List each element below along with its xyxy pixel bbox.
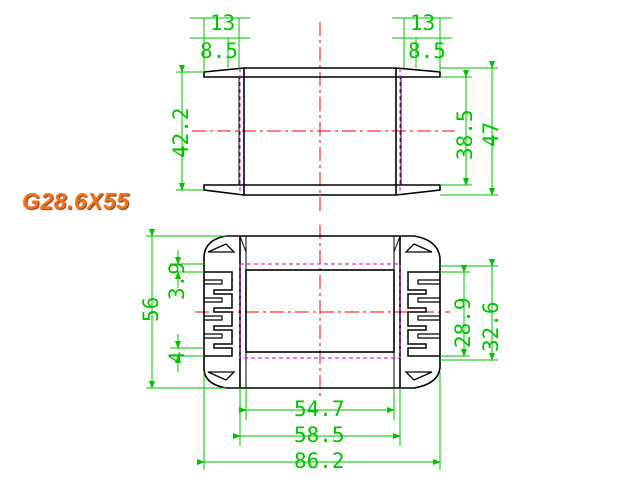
top-wedge-right (393, 235, 401, 253)
dim-right-13: 13 (410, 11, 435, 35)
dim-height-42-2: 42.2 (169, 107, 193, 158)
top-wedge-left (239, 235, 247, 253)
front-outer-body (203, 235, 441, 389)
dim-top-3-9: 3.9 (165, 262, 189, 300)
dim-bottom-54-7: 54.7 (294, 397, 345, 421)
corner-notch-bl (207, 371, 236, 381)
bottom-flange-outline (203, 184, 441, 196)
part-number-label: G28.6X55 (22, 188, 130, 214)
front-view-dimensions: 56 3.9 4 28.9 32.6 (139, 229, 503, 473)
right-pin-detail (417, 279, 440, 339)
dim-total-56: 56 (139, 297, 163, 322)
front-view: 56 3.9 4 28.9 32.6 (139, 225, 503, 473)
dim-right-8-5: 8.5 (408, 39, 446, 63)
hidden-window (239, 263, 401, 359)
top-view-dimensions: 13 8.5 13 8.5 42.2 38.5 47 (169, 11, 503, 196)
dim-outer-47: 47 (479, 122, 503, 147)
top-flange-outline (203, 67, 441, 78)
right-pin-comb (407, 271, 440, 357)
corner-notch-tr (404, 243, 433, 253)
dim-inner-38-5: 38.5 (453, 109, 477, 160)
top-view: 13 8.5 13 8.5 42.2 38.5 47 (169, 11, 503, 215)
left-pin-detail (204, 279, 223, 339)
corner-notch-br (404, 371, 433, 381)
dim-bottom-58-5: 58.5 (294, 423, 345, 447)
left-pin-comb (204, 271, 233, 357)
corner-notch-tl (207, 243, 236, 253)
dim-left-13: 13 (210, 11, 235, 35)
dim-inner-28-9: 28.9 (451, 297, 475, 348)
dim-left-8-5: 8.5 (200, 39, 238, 63)
dim-outer-32-6: 32.6 (479, 301, 503, 352)
dim-bottom-86-2: 86.2 (294, 449, 345, 473)
dim-bottom-4: 4 (165, 351, 189, 364)
winding-window (245, 269, 395, 353)
